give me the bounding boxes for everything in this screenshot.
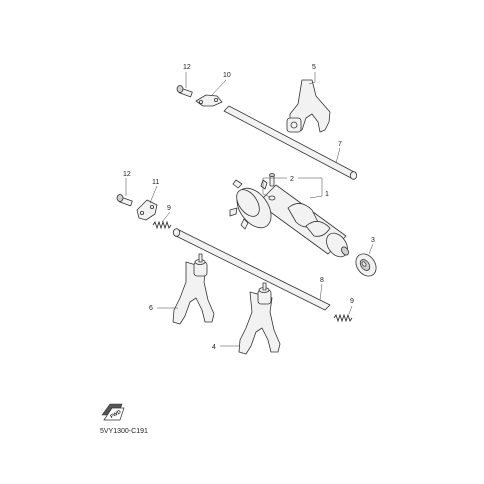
upper-fork-shaft [223,105,358,180]
fwd-label: FWD [109,409,122,420]
lower-spring [333,313,353,323]
lower-left-shift-fork [172,253,215,325]
upper-spring [152,220,172,230]
callout-6: 6 [149,305,153,312]
callout-9-lower: 9 [350,298,354,305]
fwd-direction-badge: FWD [101,403,125,421]
callout-12-lower: 12 [123,171,131,178]
callout-4: 4 [212,344,216,351]
callout-2: 2 [290,176,294,183]
shift-drum [229,179,349,258]
lower-bolt [116,194,133,207]
callout-10: 10 [223,72,231,79]
lower-fork-shaft [172,228,331,311]
upper-stopper-lever [195,94,223,107]
callout-5: 5 [312,64,316,71]
callout-12-upper: 12 [183,64,191,71]
callout-labels: 12 10 5 7 12 11 9 2 1 3 8 9 6 4 [123,64,375,351]
callout-1: 1 [325,191,329,198]
leader-lines [125,72,374,347]
callout-8: 8 [320,277,324,284]
upper-bolt [176,85,193,98]
callout-7: 7 [338,141,342,148]
callout-11: 11 [152,179,159,186]
callout-3: 3 [371,237,375,244]
lower-stopper-lever [136,199,158,221]
diagram-code: 5VY1300-C191 [100,428,148,435]
callout-9-upper: 9 [167,205,171,212]
bearing [355,253,377,277]
upper-shift-fork [286,79,331,133]
lower-right-shift-fork [238,282,281,355]
